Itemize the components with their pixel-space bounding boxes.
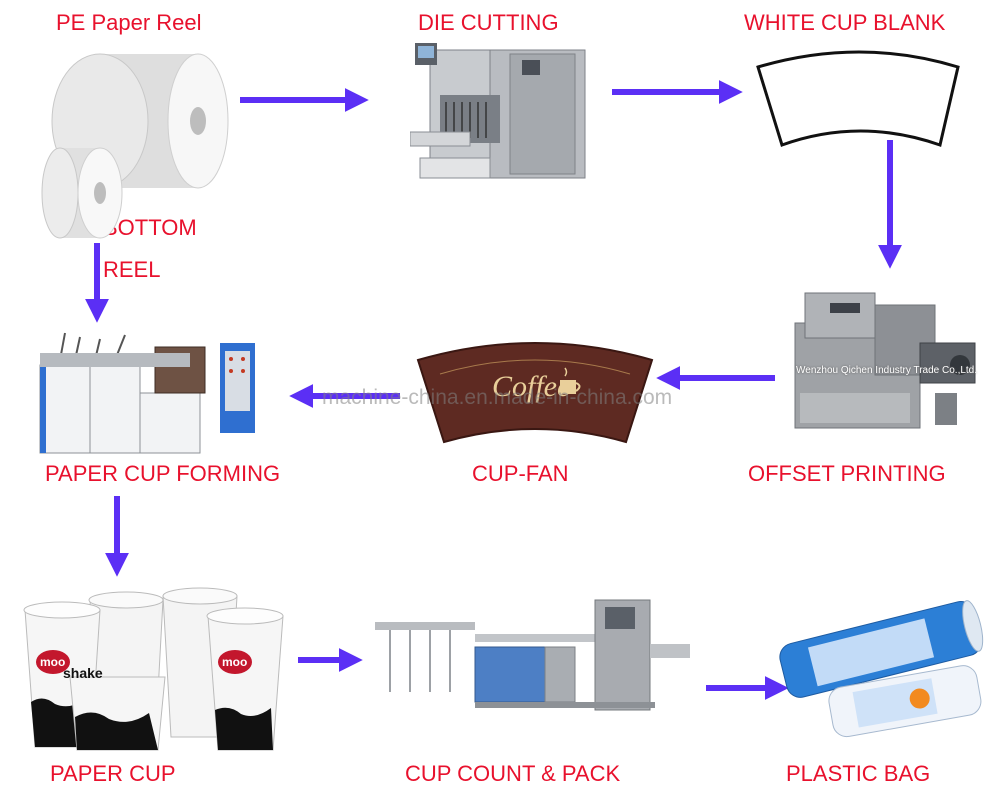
- paper-cup-tipped: [69, 676, 166, 751]
- label-cup-fan: CUP-FAN: [472, 461, 569, 486]
- label-cup-count-pack: CUP COUNT & PACK: [405, 761, 621, 786]
- label-plastic-bag: PLASTIC BAG: [786, 761, 931, 786]
- plastic-bag-image: [779, 600, 984, 738]
- label-die-cutting: DIE CUTTING: [418, 10, 559, 35]
- cup-count-pack-machine-image: [375, 599, 690, 711]
- paper-cup: [206, 607, 284, 751]
- cup-fan-brand-text: Coffee: [492, 370, 570, 403]
- coffee-cup-icon: [560, 367, 581, 394]
- pe-paper-reel-image: [41, 53, 229, 239]
- label-offset-printing: OFFSET PRINTING: [748, 461, 946, 486]
- plastic-bag-pack: [779, 600, 984, 698]
- offset-printing-machine-image: [794, 292, 976, 429]
- paper-cups-image: moo shake moo: [23, 587, 284, 751]
- label-paper-cup: PAPER CUP: [50, 761, 176, 786]
- die-cutting-machine-image: [410, 43, 586, 179]
- label-white-cup-blank: WHITE CUP BLANK: [744, 10, 946, 35]
- watermark-text: machine-china.en.made-in-china.com: [322, 386, 673, 409]
- cup-print-word2: shake: [63, 665, 103, 681]
- manufacturer-overlay-text: Wenzhou Qichen Industry Trade Co.,Ltd.: [796, 365, 978, 376]
- plastic-bag-pack: [828, 665, 982, 738]
- white-cup-blank-image: [756, 50, 960, 147]
- cup-print-word1: moo: [40, 655, 65, 669]
- label-bottom: BOTTOM: [103, 215, 197, 240]
- label-reel: REEL: [103, 257, 161, 282]
- label-pe-paper-reel: PE Paper Reel: [56, 10, 202, 35]
- small-bottom-reel: [41, 147, 123, 239]
- cup-print-word1-b: moo: [222, 655, 247, 669]
- label-paper-cup-forming: PAPER CUP FORMING: [45, 461, 281, 486]
- cup-fan-image: Coffee: [416, 342, 654, 444]
- paper-cup-forming-machine-image: [39, 332, 255, 454]
